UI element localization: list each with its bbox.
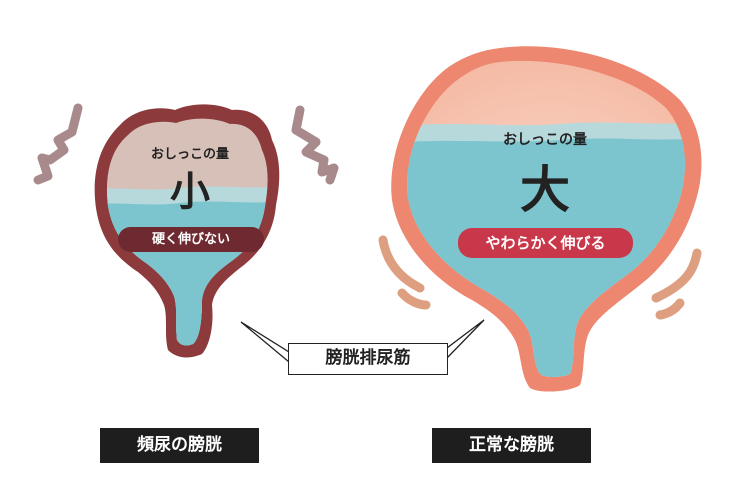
left-amount-value: 小 bbox=[170, 169, 210, 215]
stretch-mark-left-long bbox=[378, 235, 425, 293]
right-state-badge: やわらかく伸びる bbox=[458, 228, 633, 258]
right-amount-label: おしっこの量 bbox=[503, 132, 587, 148]
left-amount-label: おしっこの量 bbox=[150, 147, 229, 162]
stretch-mark-left-short bbox=[397, 288, 431, 310]
detrusor-muscle-callout: 膀胱排尿筋 bbox=[288, 343, 448, 375]
tremble-mark-right bbox=[291, 105, 339, 185]
right-amount-value: 大 bbox=[520, 161, 570, 219]
left-caption: 頻尿の膀胱 bbox=[100, 428, 259, 463]
left-state-badge: 硬く伸びない bbox=[118, 227, 264, 252]
right-caption: 正常な膀胱 bbox=[432, 428, 591, 463]
stretch-mark-right-long bbox=[651, 248, 702, 303]
stretch-mark-right-short bbox=[655, 298, 685, 320]
tremble-mark-left bbox=[33, 103, 83, 185]
